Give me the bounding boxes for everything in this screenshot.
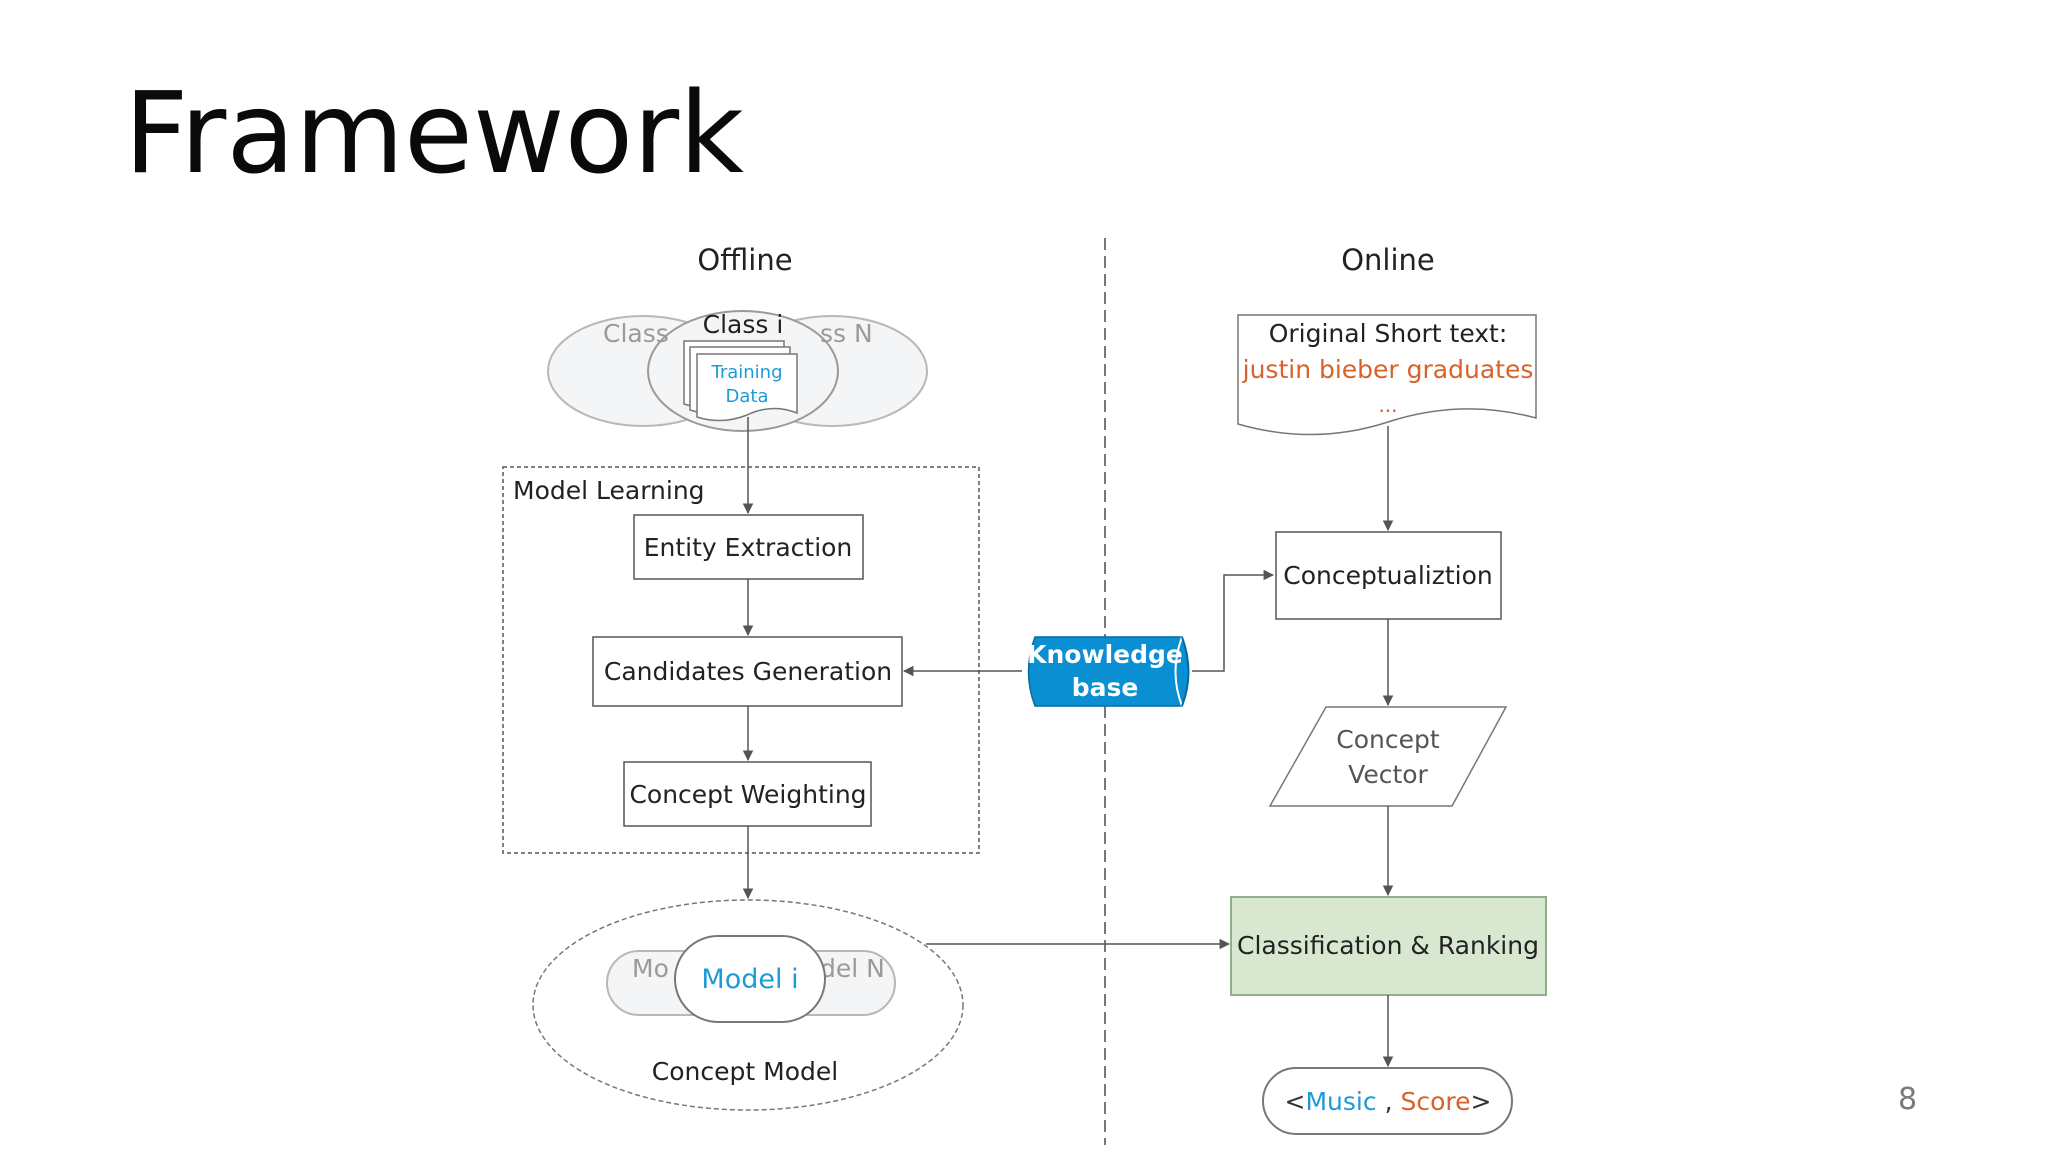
model-left-label: Mo <box>632 954 669 983</box>
concept-weighting-box <box>623 761 872 827</box>
training-data-line1: Training <box>710 362 782 383</box>
training-data-document: Training Data <box>683 340 798 422</box>
offline-heading: Offline <box>697 243 792 277</box>
model-learning-label: Model Learning <box>513 476 705 505</box>
short-text-ellipsis: ... <box>1378 393 1397 417</box>
model-learning-frame <box>502 466 980 854</box>
concept-model: Mo del N Model i Concept Model <box>532 899 964 1111</box>
page-number: 8 <box>1898 1082 1918 1117</box>
output-close-bracket: > <box>1471 1087 1492 1116</box>
knowledge-base-line2: base <box>1072 673 1139 702</box>
concept-model-label: Concept Model <box>652 1057 838 1086</box>
training-data-line2: Data <box>726 386 769 407</box>
class-left-label: Class <box>603 319 669 348</box>
slide-title: Framework <box>124 69 744 199</box>
model-i-label: Model i <box>701 964 798 995</box>
model-i-pill <box>674 935 826 1023</box>
concept-weighting-label: Concept Weighting <box>629 780 866 809</box>
concept-vector-line1: Concept <box>1336 725 1440 754</box>
output-comma: , <box>1377 1087 1401 1116</box>
classification-ranking-label: Classification & Ranking <box>1237 931 1539 960</box>
knowledge-base-line1: Knowledge <box>1027 640 1183 669</box>
conceptualization-box <box>1275 531 1502 620</box>
entity-extraction-label: Entity Extraction <box>644 533 853 562</box>
entity-extraction-box <box>633 514 864 580</box>
online-heading: Online <box>1341 243 1435 277</box>
candidates-generation-label: Candidates Generation <box>604 657 892 686</box>
class-right-label: ss N <box>820 319 873 348</box>
concept-vector-shape <box>1268 706 1508 807</box>
concept-vector-line2: Vector <box>1348 760 1428 789</box>
output-text: <Music , Score> <box>1285 1087 1492 1116</box>
class-i-label: Class i <box>703 310 784 339</box>
classification-ranking-box <box>1230 896 1547 996</box>
short-text-document: Original Short text: justin bieber gradu… <box>1237 314 1537 436</box>
short-text-example: justin bieber graduates <box>1242 355 1534 384</box>
candidates-generation-box <box>592 636 903 707</box>
short-text-label: Original Short text: <box>1269 319 1508 348</box>
arrow-kb-to-conceptualization <box>1192 569 1275 672</box>
output-open-bracket: < <box>1285 1087 1306 1116</box>
output-score: Score <box>1400 1087 1470 1116</box>
knowledge-base: Knowledge base <box>1027 636 1190 707</box>
conceptualization-label: Conceptualiztion <box>1283 561 1492 590</box>
output-terminal <box>1262 1067 1513 1135</box>
output-music: Music <box>1305 1087 1376 1116</box>
model-right-label: del N <box>820 954 885 983</box>
